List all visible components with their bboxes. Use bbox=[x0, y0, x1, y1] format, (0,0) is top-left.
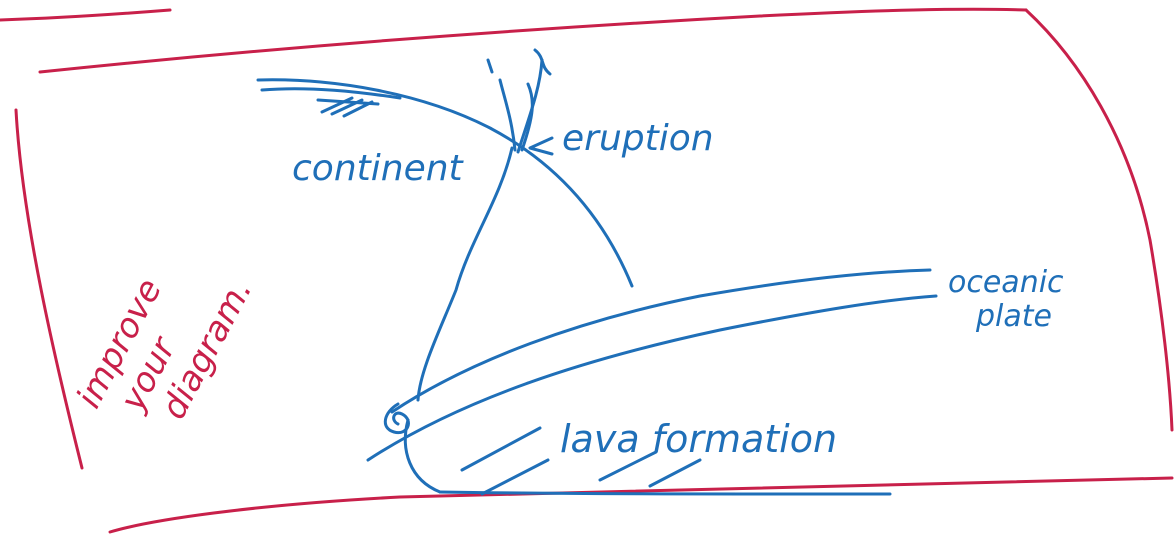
red-frame-top bbox=[40, 9, 1026, 72]
oceanic-plate-top bbox=[392, 270, 930, 412]
label-continent: continent bbox=[292, 148, 465, 189]
lava-hatch bbox=[482, 460, 548, 494]
label-oceanic: oceanic bbox=[948, 265, 1064, 300]
label-lava-formation: lava formation bbox=[560, 417, 837, 461]
label-eruption: eruption bbox=[562, 118, 714, 159]
lava-hatch bbox=[462, 428, 540, 470]
teacher-comment: improve your diagram. bbox=[69, 235, 260, 452]
red-frame-top-left bbox=[0, 10, 170, 20]
eruption-plume bbox=[535, 50, 550, 74]
magma-conduit bbox=[522, 84, 532, 150]
hatch-mark bbox=[318, 100, 378, 104]
lava-hatch bbox=[650, 460, 700, 486]
red-frame-bottom bbox=[110, 478, 1172, 532]
eruption-plume bbox=[488, 60, 492, 72]
subduction-swirl bbox=[405, 420, 440, 492]
red-frame-right bbox=[1026, 10, 1172, 430]
magma-conduit bbox=[518, 60, 542, 152]
label-plate: plate bbox=[975, 299, 1052, 334]
eruption-arrow bbox=[530, 138, 552, 154]
red-frame-left bbox=[16, 110, 82, 468]
lava-base-line bbox=[440, 492, 890, 494]
